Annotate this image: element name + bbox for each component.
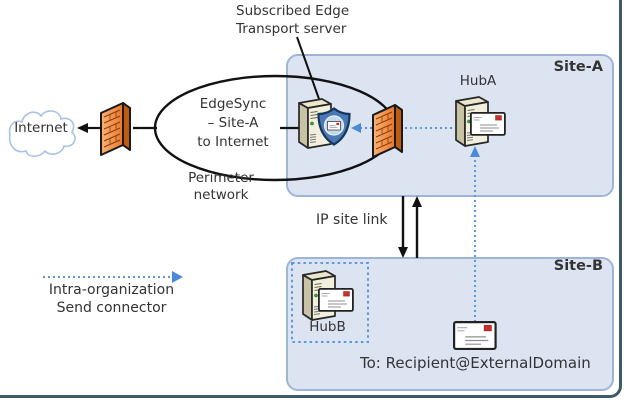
ip-site-link-label: IP site link	[316, 212, 388, 228]
ip-site-link-arrows	[398, 196, 422, 258]
subscribed-edge-line1: Subscribed Edge	[236, 3, 350, 19]
hubb-dashed-box	[291, 262, 369, 343]
connector-arrowhead-up	[470, 146, 480, 157]
edgesync-label: EdgeSync – Site-A to Internet	[170, 95, 296, 152]
edge-shield-icon	[317, 107, 351, 146]
legend-line1: Intra-organization	[48, 282, 175, 298]
message-envelope-icon	[452, 320, 497, 351]
edgesync-line1: EdgeSync	[199, 96, 267, 112]
internet-arrow	[77, 123, 102, 133]
label-pointer-line	[296, 36, 320, 100]
legend-label: Intra-organization Send connector	[34, 281, 189, 317]
mail-envelope-icon	[317, 287, 354, 312]
perimeter-line2: network	[193, 187, 249, 203]
site-b-label: Site-B	[553, 258, 603, 274]
dotted-send-connector-arrow	[43, 271, 183, 283]
edgesync-line3: to Internet	[197, 134, 269, 150]
message-to-label: To: Recipient@ExternalDomain	[360, 354, 591, 372]
firewall-icon	[372, 104, 403, 158]
internet-label: Internet	[14, 120, 68, 136]
site-a-label: Site-A	[553, 59, 603, 75]
edgesync-line2: – Site-A	[207, 115, 259, 131]
legend-line2: Send connector	[56, 300, 167, 316]
firewall-icon	[100, 102, 131, 156]
internet-cloud-icon	[8, 110, 76, 158]
huba-label: HubA	[459, 73, 497, 89]
subscribed-edge-label: Subscribed Edge Transport server	[236, 3, 349, 38]
hubb-label: HubB	[309, 319, 346, 335]
mail-envelope-icon	[469, 112, 506, 136]
perimeter-line1: Perimeter	[188, 170, 254, 186]
perimeter-network-label: Perimeter network	[166, 170, 276, 204]
connector-arrowhead-left	[351, 123, 361, 133]
subscribed-edge-line2: Transport server	[236, 20, 347, 37]
